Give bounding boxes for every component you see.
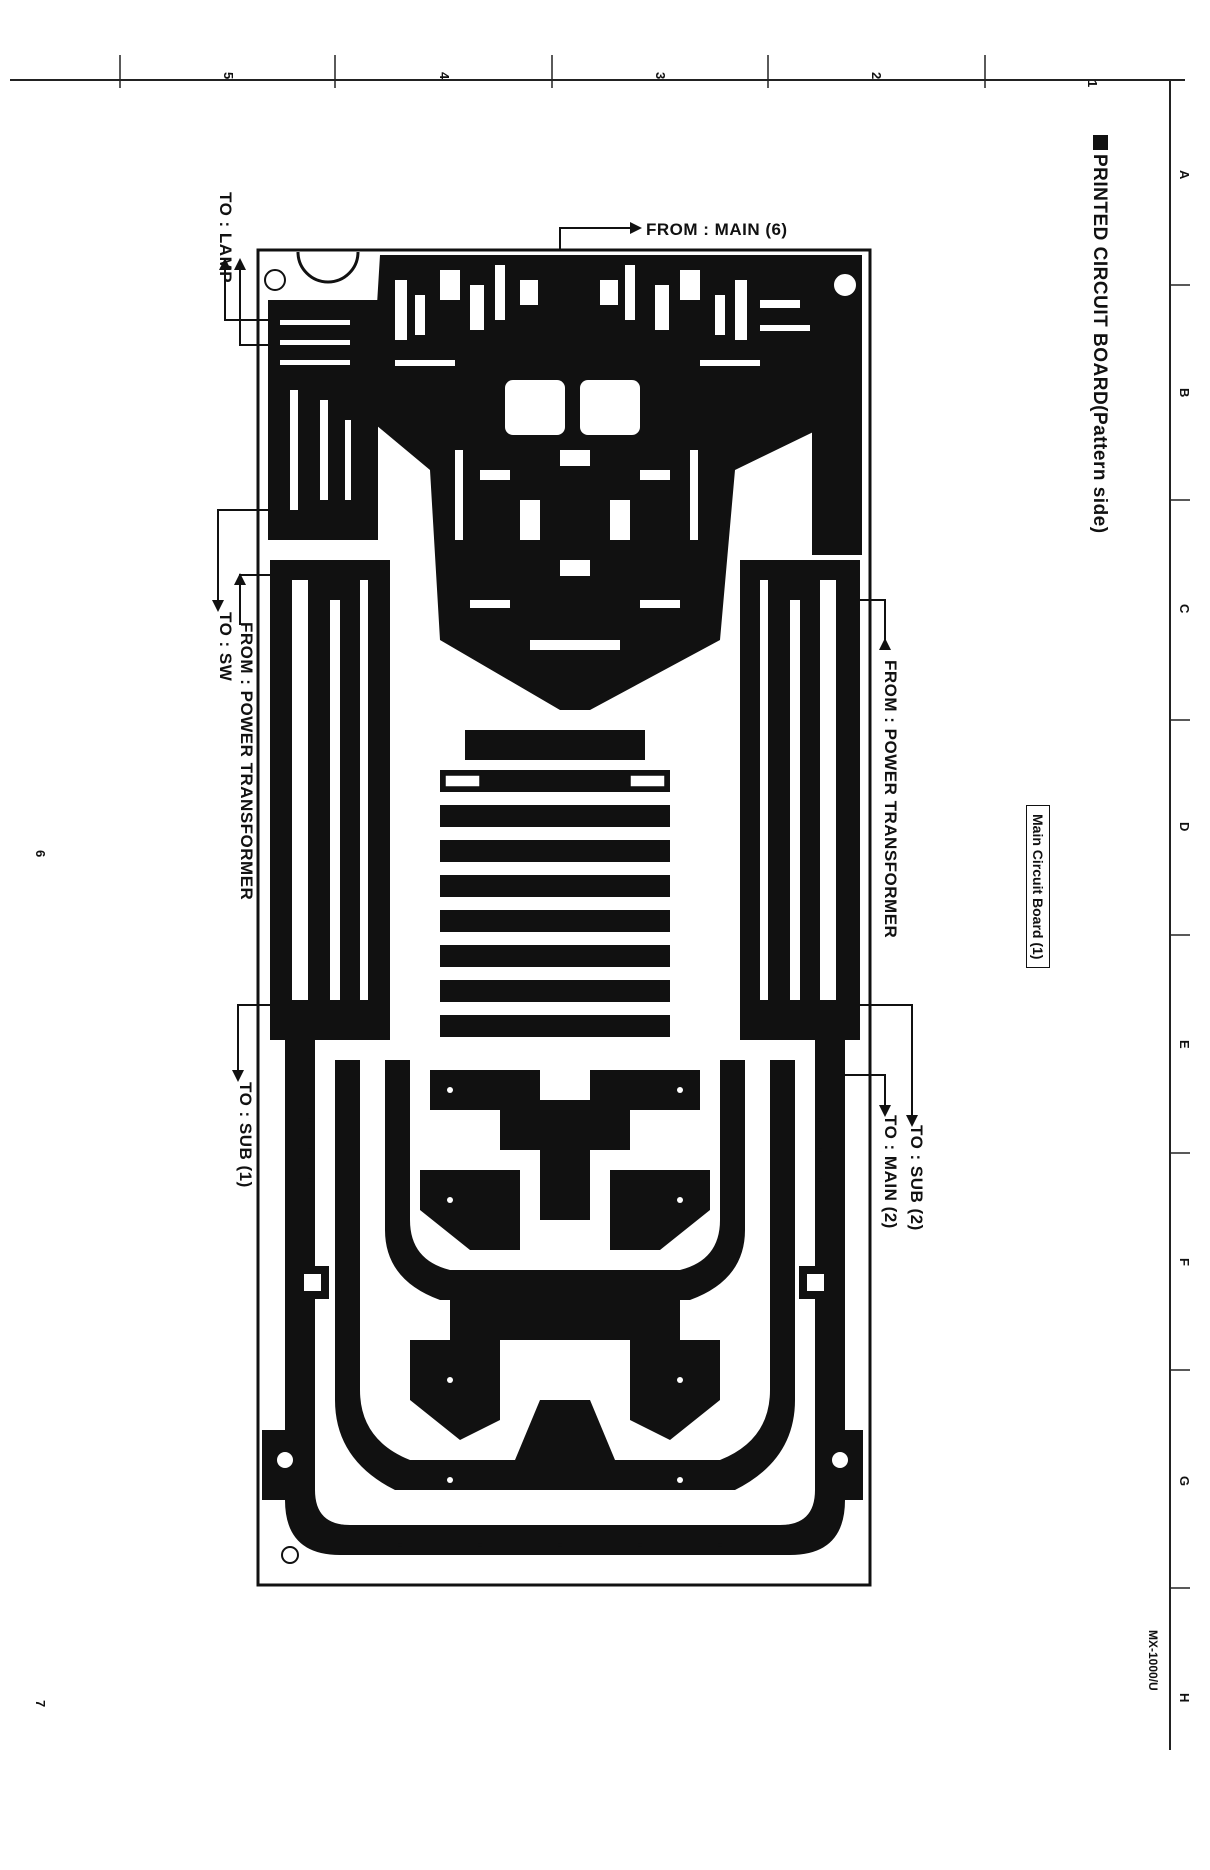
label-from-power-left: FROM : POWER TRANSFORMER	[237, 622, 256, 901]
label-to-sub1: TO : SUB (1)	[236, 1082, 255, 1188]
label-to-lamp: TO : LAMP	[216, 192, 235, 284]
label-to-sub2: TO : SUB (2)	[907, 1125, 926, 1231]
label-from-power-right: FROM : POWER TRANSFORMER	[881, 660, 900, 939]
label-to-sw: TO : SW	[216, 612, 235, 682]
label-from-main6: FROM : MAIN (6)	[646, 220, 788, 239]
label-to-main2: TO : MAIN (2)	[881, 1115, 900, 1229]
